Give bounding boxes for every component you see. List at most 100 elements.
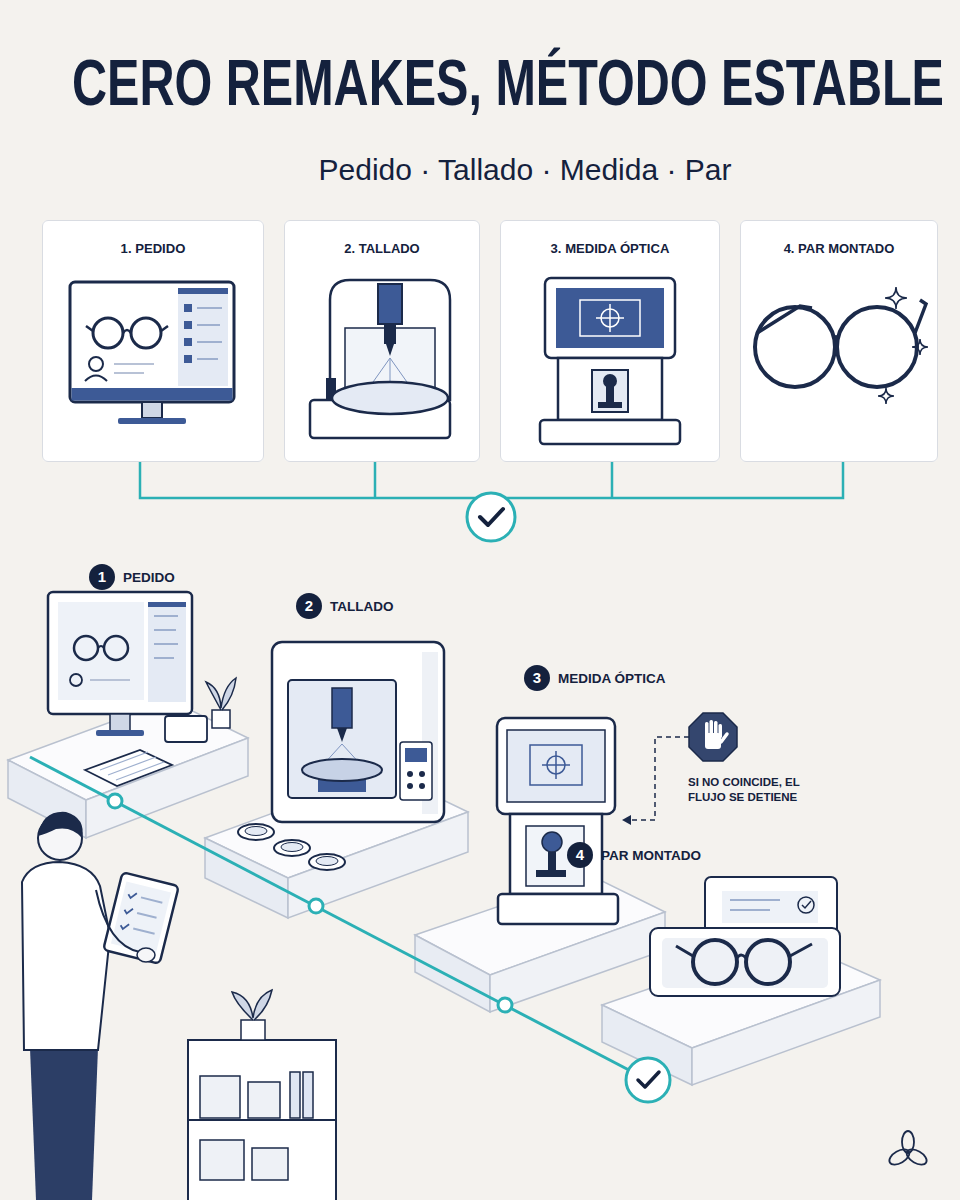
callout-number: 4 [567, 842, 593, 868]
lensmeter-icon-part [545, 278, 675, 358]
glasses-icon-part [885, 287, 907, 309]
logo [887, 1131, 929, 1168]
stop-sign-part [622, 815, 631, 825]
desk-station-part [90, 679, 130, 681]
logo-part [887, 1146, 912, 1167]
glasses-case-part [650, 928, 840, 996]
edger-station-part [419, 783, 425, 789]
platforms-part [8, 760, 86, 838]
stop-sign-part [719, 724, 723, 738]
edger-station-part [400, 742, 432, 800]
step-card: 1. PEDIDO [42, 220, 264, 462]
shelf-part [188, 1119, 336, 1121]
monitor-icon-part [178, 288, 228, 294]
edger-station-part [302, 759, 382, 781]
callout-number: 1 [89, 564, 115, 590]
step-card: 3. MEDIDA ÓPTICA [500, 220, 720, 462]
monitor-icon-part [131, 318, 161, 348]
monitor-icon-part [184, 338, 192, 346]
glasses-case-part [693, 940, 737, 984]
step-marker: 2 TALLADO [296, 593, 394, 619]
bracket [140, 462, 843, 541]
step-name: PAR MONTADO [601, 848, 701, 863]
person-part-part [103, 872, 179, 964]
monitor-icon-part [86, 326, 168, 333]
desk-station-part [48, 592, 192, 714]
glasses-icon [755, 287, 928, 404]
step-title: 1. PEDIDO [43, 241, 263, 256]
lensmeter-station [497, 718, 618, 924]
step-card: 4. PAR MONTADO [740, 220, 938, 462]
desk-station-part [98, 646, 104, 648]
desk-station-part [70, 674, 82, 686]
desk-station-part [100, 752, 164, 780]
monitor-icon-part [184, 321, 192, 329]
person-part-part [133, 897, 162, 933]
callout-note: SI NO COINCIDE, EL FLUJO SE DETIENE [688, 775, 838, 805]
edger-icon-part [384, 324, 396, 344]
edger-station-part [238, 824, 274, 840]
stop-sign-part [710, 720, 714, 738]
shelf-part [200, 1076, 240, 1118]
person-part-part [111, 881, 171, 954]
edger-station-part [407, 771, 413, 777]
step-title: 4. PAR MONTADO [741, 241, 937, 256]
edger-station [238, 642, 444, 870]
desk-station-part [104, 636, 128, 660]
callout-number: 3 [524, 665, 550, 691]
lensmeter-icon-part [606, 386, 614, 402]
shelf [188, 990, 336, 1200]
person [22, 812, 179, 1200]
glasses-case-part [746, 940, 790, 984]
lensmeter-icon-part [540, 420, 680, 444]
desk-station-part [165, 716, 207, 742]
lensmeter-station-part [548, 852, 556, 870]
lensmeter-station-part [510, 814, 602, 894]
desk-station-part [206, 678, 236, 710]
edger-station-part [316, 857, 338, 866]
edger-station-part [274, 840, 310, 856]
flow-dots-part [626, 1058, 670, 1102]
glasses-icon-part [837, 307, 917, 387]
platforms-part [86, 738, 248, 838]
edger-station-part [405, 748, 427, 762]
step-name: TALLADO [330, 599, 394, 614]
lensmeter-station-part [536, 870, 566, 877]
card-ground [42, 220, 938, 462]
step-title: 3. MEDIDA ÓPTICA [501, 241, 719, 256]
shelf-part [248, 1082, 280, 1118]
lensmeter-icon-part [558, 358, 662, 420]
shelf-part [232, 990, 272, 1020]
flow-dots-part [309, 899, 323, 913]
callout-number: 2 [296, 593, 322, 619]
edger-icon [310, 280, 450, 438]
edger-station-part [245, 827, 267, 836]
flow-dots-part [638, 1072, 659, 1087]
stop-sign-part [714, 721, 718, 738]
lensmeter-station-part [530, 745, 582, 785]
lensmeter-icon-part [592, 370, 628, 412]
person-part [137, 948, 155, 962]
glasses-case-part [676, 944, 812, 958]
lensmeter-icon-part [596, 304, 624, 332]
step-title: 2. TALLADO [285, 241, 479, 256]
glasses-case-part [730, 900, 780, 910]
step-card: 2. TALLADO [284, 220, 480, 462]
flow-dots-part [108, 794, 122, 808]
platforms-part [288, 812, 468, 918]
person-part [38, 812, 83, 838]
lensmeter-station-part [498, 894, 618, 924]
person-part [30, 1048, 98, 1200]
card-ground-part [284, 220, 480, 462]
monitor-icon-part [114, 364, 154, 373]
monitor-icon-part [184, 304, 192, 312]
lensmeter-icon-part [556, 288, 664, 348]
stop-sign-part [705, 722, 709, 738]
desk-station-part [96, 730, 144, 736]
desk-station-part [148, 602, 186, 702]
bracket-part [480, 509, 503, 525]
lensmeter-station-part [497, 718, 615, 814]
edger-station-part [272, 642, 444, 822]
glasses-case-part [662, 938, 828, 988]
